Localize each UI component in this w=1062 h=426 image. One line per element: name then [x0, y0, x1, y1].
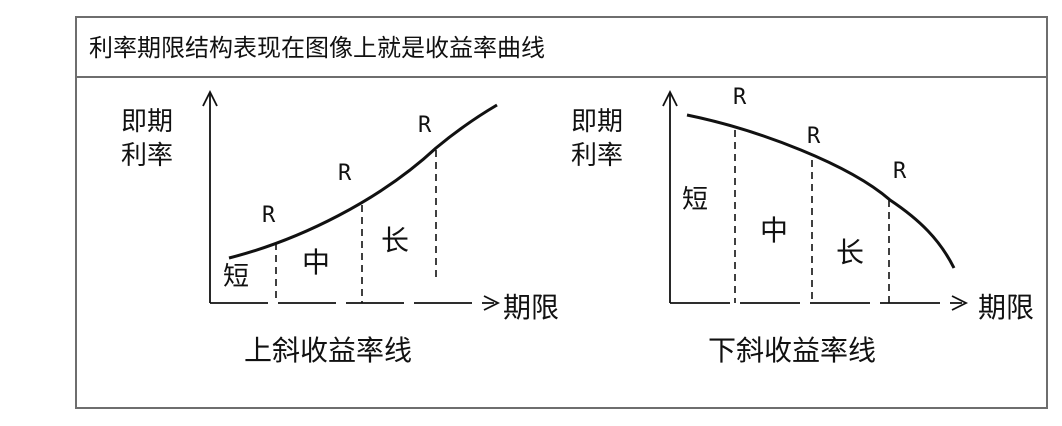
left-r-label: R [418, 113, 432, 138]
left-y-label-line2: 利率 [121, 141, 173, 171]
right-x-label: 期限 [978, 291, 1034, 324]
downward-curve-chart: R R R 短 中 长 即期 利率 期限 下斜收益率线 [571, 85, 1034, 367]
diagram-title: 利率期限结构表现在图像上就是收益率曲线 [89, 34, 545, 62]
right-r-label: R [807, 124, 821, 149]
diagram-frame: 利率期限结构表现在图像上就是收益率曲线 [75, 16, 1048, 409]
left-caption: 上斜收益率线 [244, 334, 412, 367]
left-segment-long: 长 [381, 224, 409, 257]
left-y-label-line1: 即期 [121, 107, 173, 137]
left-r-label: R [262, 203, 276, 228]
left-segment-short: 短 [223, 262, 249, 292]
left-segment-mid: 中 [302, 246, 330, 279]
right-y-axis-arrowhead [662, 89, 678, 107]
upward-curve-chart: R R R 短 中 长 即期 利率 期限 上斜收益率线 [121, 89, 559, 367]
right-segment-long: 长 [836, 236, 864, 269]
left-y-axis-arrowhead [202, 89, 218, 107]
left-x-label: 期限 [503, 291, 559, 324]
right-caption: 下斜收益率线 [708, 334, 876, 367]
right-x-axis-arrowhead [951, 295, 969, 311]
downward-yield-curve [686, 113, 956, 269]
right-y-label-line1: 即期 [571, 107, 623, 137]
right-segment-mid: 中 [760, 214, 788, 247]
left-x-axis-arrowhead [483, 295, 501, 311]
header-bar: 利率期限结构表现在图像上就是收益率曲线 [77, 18, 1046, 78]
right-r-label: R [893, 159, 907, 184]
right-y-label-line2: 利率 [571, 141, 623, 171]
upward-yield-curve [228, 103, 498, 260]
right-r-label: R [733, 85, 747, 110]
left-r-label: R [338, 161, 352, 186]
right-segment-short: 短 [682, 185, 708, 215]
